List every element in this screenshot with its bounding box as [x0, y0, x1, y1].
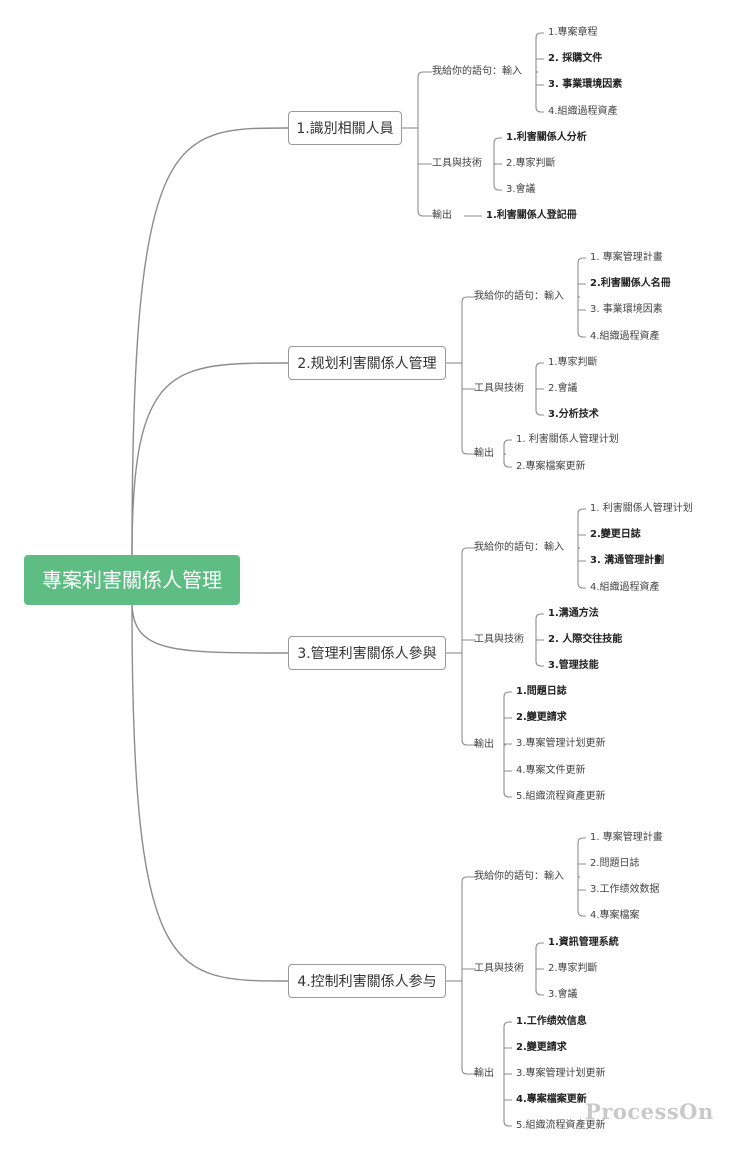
root-topic[interactable]: 專案利害關係人管理: [24, 555, 240, 605]
leaf-item[interactable]: 2.問題日誌: [590, 858, 640, 869]
group-branch: [535, 942, 544, 996]
leaf-item[interactable]: 4.專案檔案: [590, 910, 640, 921]
leaf-item[interactable]: 4.專案文件更新: [516, 765, 586, 776]
leaf-item[interactable]: 1.問題日誌: [516, 686, 567, 697]
group-branch: [535, 613, 544, 667]
leaf-item[interactable]: 3. 事業環境因素: [548, 79, 623, 90]
leaf-item[interactable]: 1.資訊管理系統: [548, 937, 619, 948]
leaf-item[interactable]: 1. 專案管理計畫: [590, 832, 663, 843]
group-branch: [535, 362, 544, 416]
leaf-item[interactable]: 3.專案管理计划更新: [516, 738, 606, 749]
leaf-item[interactable]: 3.分析技术: [548, 409, 599, 420]
processon-watermark: ProcessOn: [585, 1099, 714, 1124]
leaf-item[interactable]: 3. 事業環境因素: [590, 304, 663, 315]
leaf-item[interactable]: 1. 專案管理計畫: [590, 252, 663, 263]
section-topic[interactable]: 4.控制利害關係人参与: [288, 964, 446, 998]
section-topic[interactable]: 3.管理利害關係人參與: [288, 636, 446, 670]
group-label[interactable]: 我給你的語句：輸入: [474, 871, 564, 882]
group-label[interactable]: 輸出: [474, 448, 494, 459]
root-connector: [131, 362, 289, 556]
leaf-item[interactable]: 4.組織過程資產: [590, 582, 660, 593]
leaf-item[interactable]: 4.組織過程資產: [548, 106, 618, 117]
leaf-item[interactable]: 5.組織流程資產更新: [516, 791, 606, 802]
group-branch: [577, 837, 586, 917]
group-label[interactable]: 工具與技術: [474, 963, 524, 974]
leaf-item[interactable]: 1. 利害關係人管理计划: [516, 434, 619, 445]
leaf-item[interactable]: 1.工作绩效信息: [516, 1016, 587, 1027]
leaf-item[interactable]: 2.專家判斷: [548, 963, 598, 974]
section-branch: [461, 547, 476, 746]
group-branch: [503, 1021, 512, 1127]
group-label[interactable]: 工具與技術: [474, 634, 524, 645]
group-label[interactable]: 工具與技術: [432, 158, 482, 169]
leaf-item[interactable]: 3.會議: [506, 184, 536, 195]
group-label[interactable]: 工具與技術: [474, 383, 524, 394]
section-branch: [461, 296, 476, 455]
leaf-item[interactable]: 3.管理技能: [548, 660, 599, 671]
leaf-item[interactable]: 1.專家判斷: [548, 357, 598, 368]
group-label[interactable]: 輸出: [432, 210, 452, 221]
group-label[interactable]: 輸出: [474, 739, 494, 750]
leaf-item[interactable]: 1.利害關係人登記冊: [486, 210, 577, 221]
root-connector: [131, 127, 289, 556]
group-label[interactable]: 我給你的語句：輸入: [432, 66, 522, 77]
leaf-item[interactable]: 3.專案管理计划更新: [516, 1068, 606, 1079]
section-topic[interactable]: 2.规划利害關係人管理: [288, 346, 446, 380]
group-label[interactable]: 我給你的語句：輸入: [474, 542, 564, 553]
leaf-item[interactable]: 4.專案檔案更新: [516, 1094, 587, 1105]
leaf-item[interactable]: 5.組織流程資產更新: [516, 1120, 606, 1131]
leaf-item[interactable]: 1.利害關係人分析: [506, 132, 587, 143]
group-branch: [535, 32, 544, 113]
leaf-item[interactable]: 4.組織過程資產: [590, 331, 660, 342]
leaf-item[interactable]: 2. 人際交往技能: [548, 634, 623, 645]
leaf-item[interactable]: 3.會議: [548, 989, 578, 1000]
group-branch: [503, 691, 512, 798]
group-branch: [493, 137, 502, 191]
section-topic[interactable]: 1.識別相關人員: [288, 111, 402, 145]
root-connector: [131, 601, 289, 654]
leaf-item[interactable]: 1. 利害關係人管理计划: [590, 503, 693, 514]
leaf-item[interactable]: 2.專家判斷: [506, 158, 556, 169]
group-branch: [503, 439, 512, 468]
leaf-item[interactable]: 1.溝通方法: [548, 608, 599, 619]
leaf-item[interactable]: 2.變更請求: [516, 1042, 567, 1053]
group-branch: [577, 508, 586, 589]
group-branch: [577, 257, 586, 338]
leaf-item[interactable]: 2.變更請求: [516, 712, 567, 723]
section-branch: [417, 71, 432, 217]
root-connector: [131, 604, 289, 982]
leaf-item[interactable]: 3. 溝通管理計劃: [590, 555, 665, 566]
leaf-item[interactable]: 2. 採購文件: [548, 53, 603, 64]
leaf-item[interactable]: 1.專案章程: [548, 27, 598, 38]
group-label[interactable]: 我給你的語句：輸入: [474, 291, 564, 302]
leaf-item[interactable]: 3.工作绩效数据: [590, 884, 660, 895]
leaf-item[interactable]: 2.專案檔案更新: [516, 461, 586, 472]
section-branch: [461, 876, 476, 1075]
leaf-item[interactable]: 2.會議: [548, 383, 578, 394]
group-label[interactable]: 輸出: [474, 1068, 494, 1079]
leaf-item[interactable]: 2.變更日誌: [590, 529, 641, 540]
leaf-item[interactable]: 2.利害關係人名冊: [590, 278, 671, 289]
